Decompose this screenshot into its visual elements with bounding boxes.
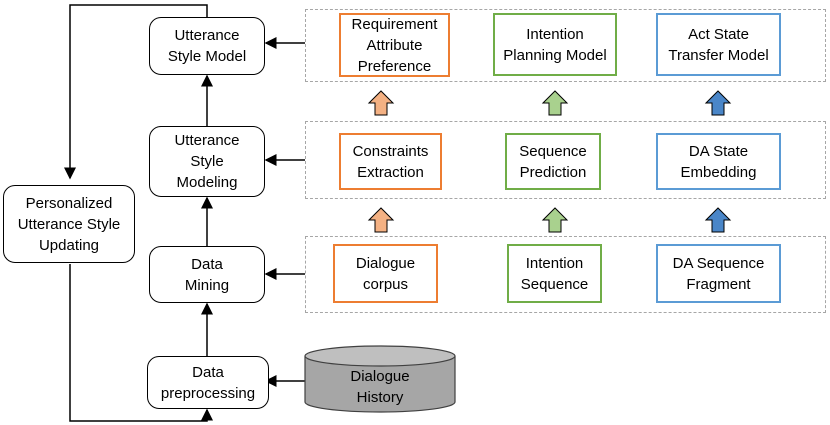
intention-planning-model-box: Intention Planning Model <box>493 13 617 76</box>
dialogue-corpus-box: Dialogue corpus <box>333 244 438 303</box>
sequence-prediction-box: Sequence Prediction <box>505 133 601 190</box>
blue-up-arrow-bottom <box>704 207 732 233</box>
requirement-attribute-preference-box: Requirement Attribute Preference <box>339 13 450 77</box>
data-preprocessing-box: Data preprocessing <box>147 356 269 409</box>
da-sequence-fragment-box: DA Sequence Fragment <box>656 244 781 303</box>
dialogue-history-label: Dialogue History <box>350 368 410 406</box>
top-model-group <box>305 9 826 82</box>
act-state-transfer-model-box: Act State Transfer Model <box>656 13 781 76</box>
dialogue-history-database <box>304 345 456 413</box>
orange-up-arrow-bottom <box>367 207 395 233</box>
orange-up-arrow-top <box>367 90 395 116</box>
data-mining-box: Data Mining <box>149 246 265 303</box>
arrow-updating-to-preprocessing <box>69 264 213 422</box>
middle-process-group <box>305 121 826 199</box>
constraints-extraction-box: Constraints Extraction <box>339 133 442 190</box>
arrow-model-to-updating <box>64 4 208 180</box>
intention-sequence-box: Intention Sequence <box>507 244 602 303</box>
green-up-arrow-bottom <box>541 207 569 233</box>
bottom-data-group <box>305 236 826 313</box>
da-state-embedding-box: DA State Embedding <box>656 133 781 190</box>
utterance-style-modeling-box: Utterance Style Modeling <box>149 126 265 197</box>
personalized-updating-box: Personalized Utterance Style Updating <box>3 185 135 263</box>
green-up-arrow-top <box>541 90 569 116</box>
blue-up-arrow-top <box>704 90 732 116</box>
block-arrows <box>367 90 732 233</box>
utterance-style-model-box: Utterance Style Model <box>149 17 265 75</box>
